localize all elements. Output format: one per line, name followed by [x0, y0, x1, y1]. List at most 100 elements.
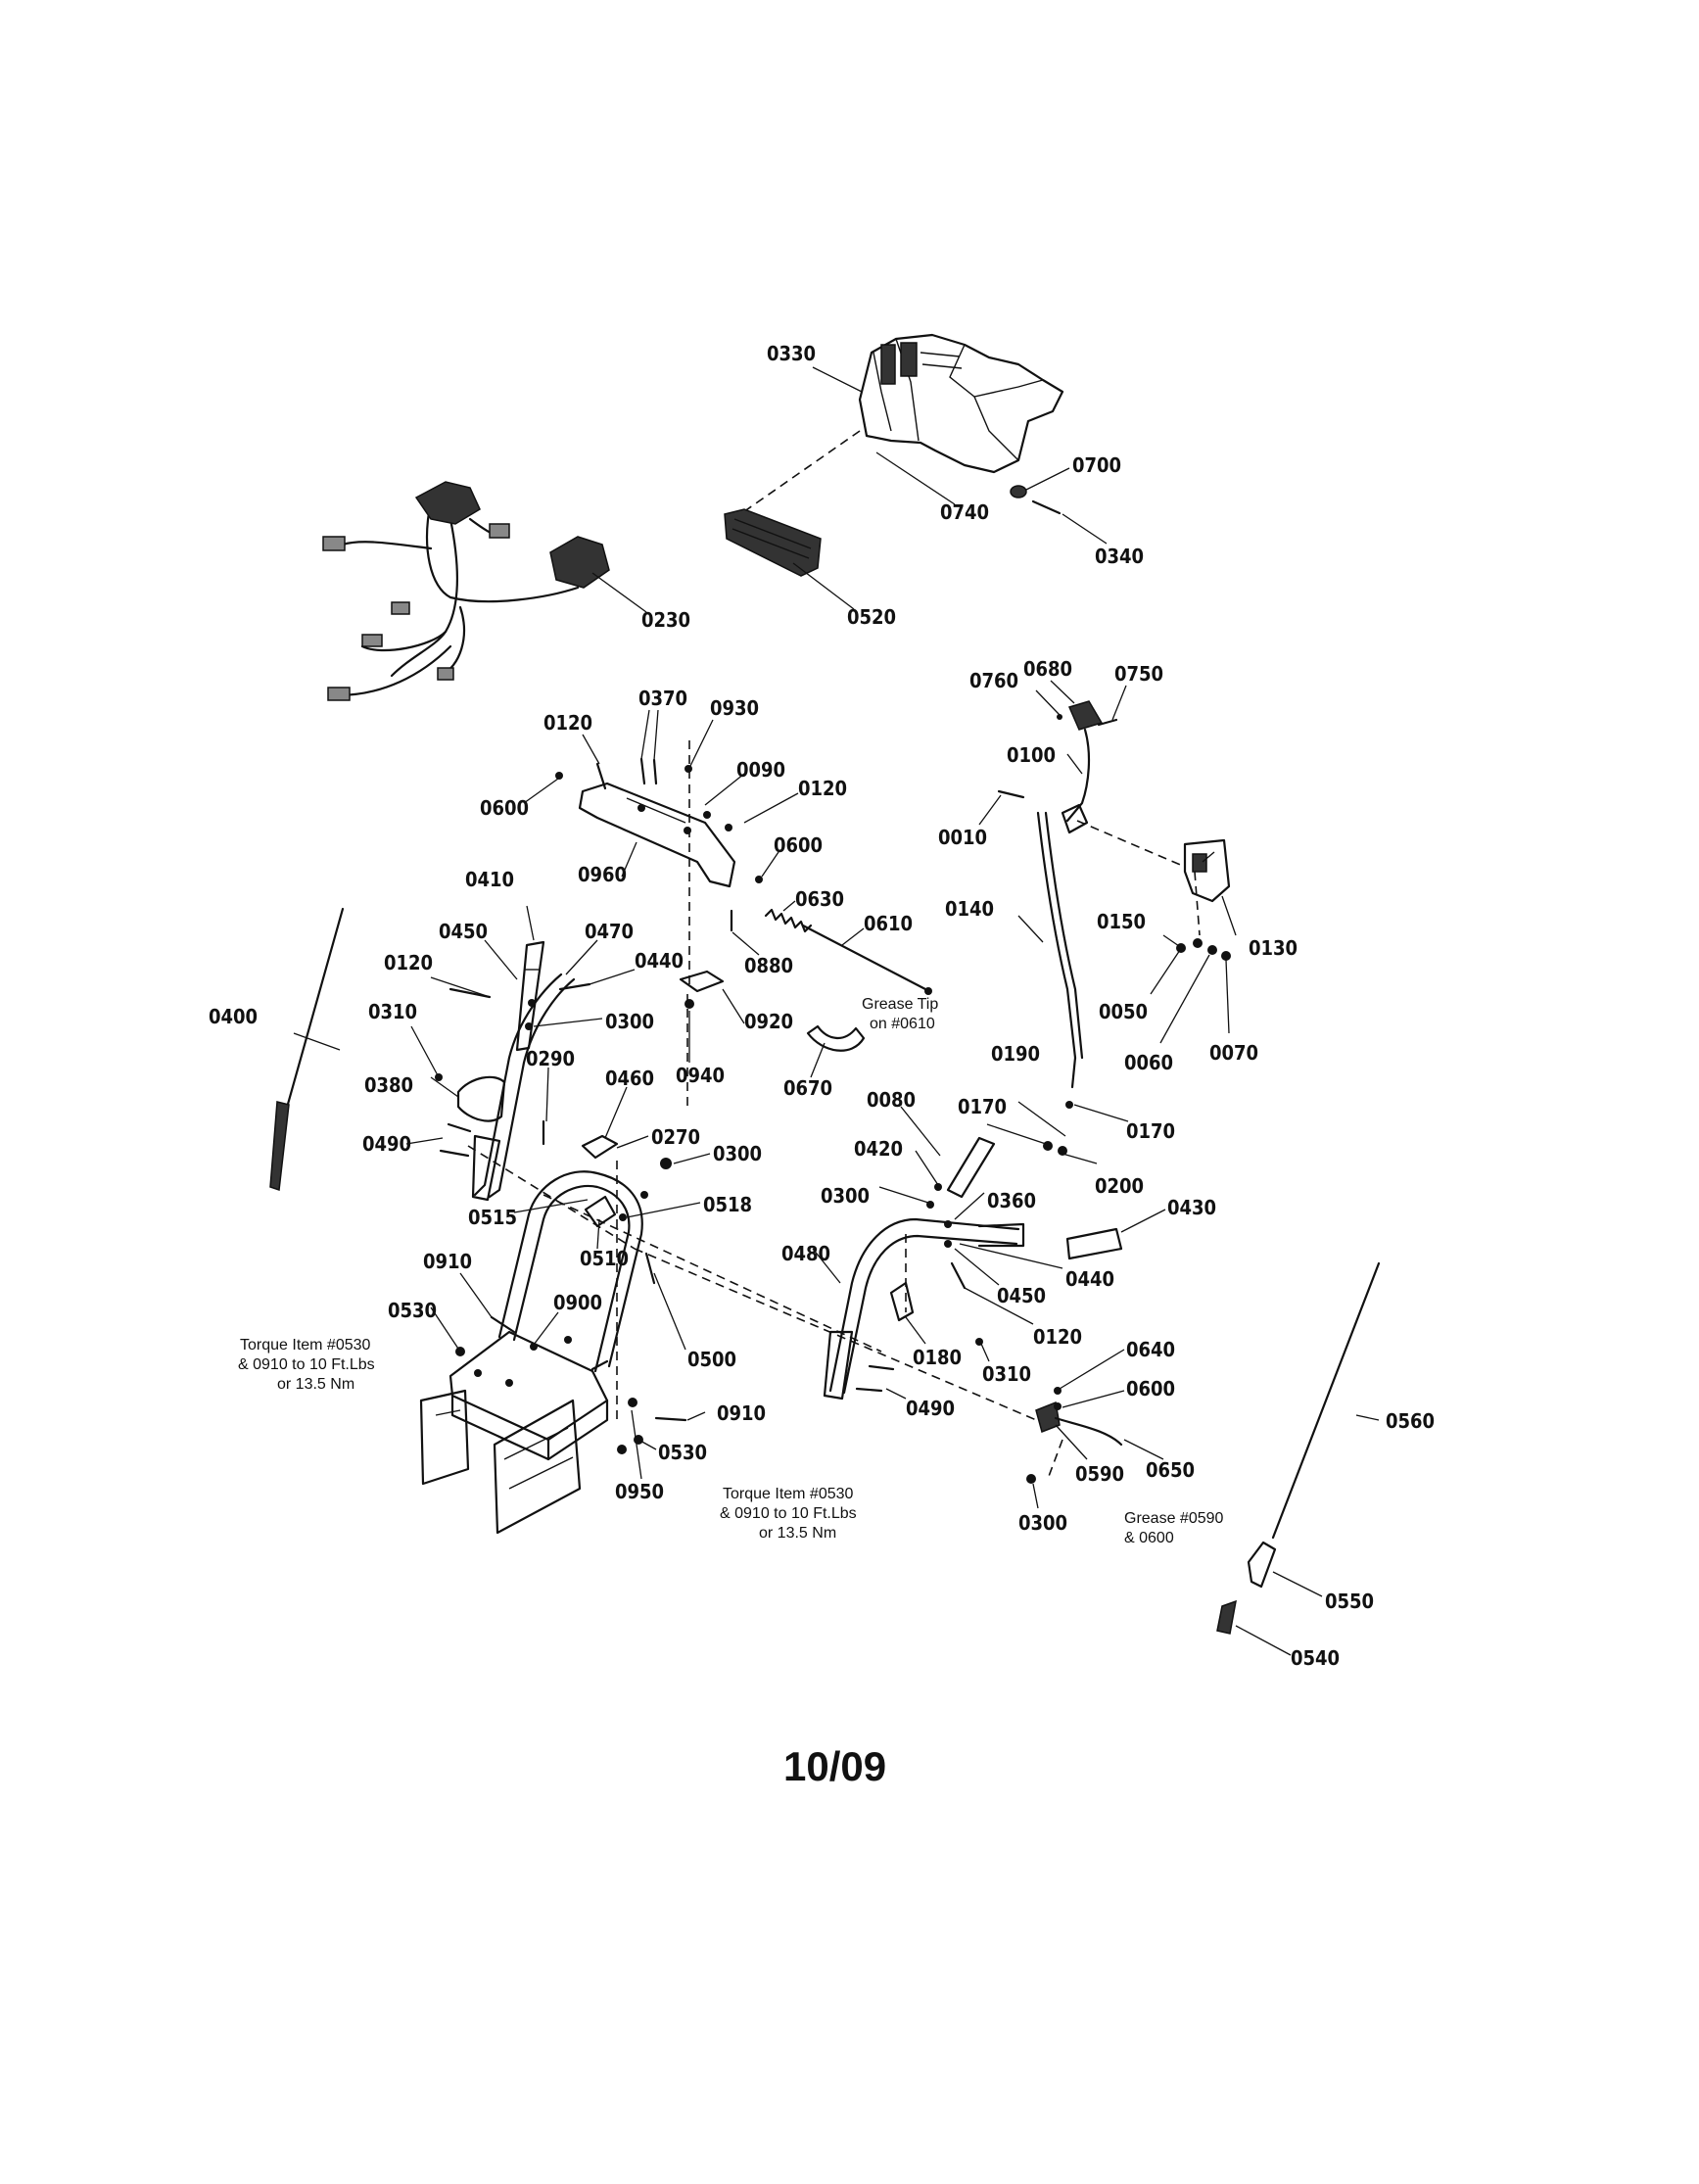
- label-0330: 0330: [767, 342, 816, 365]
- label-0460: 0460: [605, 1067, 654, 1090]
- label-0170-b: 0170: [1126, 1119, 1175, 1143]
- label-0060: 0060: [1124, 1051, 1173, 1074]
- label-0600-a: 0600: [480, 796, 529, 820]
- screw-0340: [1031, 499, 1062, 515]
- label-0300-d: 0300: [1018, 1511, 1067, 1535]
- label-0400: 0400: [209, 1005, 258, 1028]
- label-0490-b: 0490: [906, 1397, 955, 1420]
- label-0490-a: 0490: [362, 1132, 411, 1156]
- label-0515: 0515: [468, 1206, 517, 1229]
- shroud-0330: [858, 333, 1064, 474]
- label-0310-b: 0310: [982, 1362, 1031, 1386]
- label-0120-c: 0120: [384, 951, 433, 974]
- label-0080: 0080: [867, 1088, 916, 1112]
- label-0050: 0050: [1099, 1000, 1148, 1023]
- right-handle-0480: [823, 1201, 1025, 1401]
- cable-0140: [1036, 811, 1084, 1060]
- label-0340: 0340: [1095, 545, 1144, 568]
- nut-0940: [684, 999, 694, 1009]
- label-0740: 0740: [940, 500, 989, 524]
- housing-0130: [1183, 838, 1231, 903]
- label-0470: 0470: [585, 920, 634, 943]
- light-bar-0520: [724, 508, 822, 577]
- left-upper-handle: [471, 973, 576, 1202]
- label-0140: 0140: [945, 897, 994, 921]
- label-0440-a: 0440: [635, 949, 684, 973]
- label-0600-c: 0600: [1126, 1377, 1175, 1401]
- label-0530-b: 0530: [658, 1441, 707, 1464]
- label-0450-b: 0450: [997, 1284, 1046, 1307]
- notes: Grease Tip on #0610 Torque Item #0530 & …: [238, 996, 1224, 1546]
- label-0920: 0920: [744, 1010, 793, 1033]
- lever-0080: [934, 1136, 996, 1199]
- label-0510: 0510: [580, 1247, 629, 1270]
- fasteners-top-bracket: [555, 757, 763, 883]
- label-0440-b: 0440: [1065, 1267, 1114, 1291]
- label-0760: 0760: [969, 669, 1018, 692]
- grip-0430: [1065, 1227, 1123, 1260]
- label-0880: 0880: [744, 954, 793, 977]
- bracket-0460: [581, 1134, 619, 1160]
- label-0200: 0200: [1095, 1174, 1144, 1198]
- torque-note-mid-line-1: Torque Item #0530: [723, 1486, 854, 1502]
- lower-handle-0500: [497, 1170, 656, 1373]
- label-0270: 0270: [651, 1125, 700, 1149]
- label-0480: 0480: [781, 1242, 830, 1265]
- torque-note-mid-line-2: & 0910 to 10 Ft.Lbs: [720, 1505, 857, 1522]
- bracket-0180: [889, 1281, 915, 1322]
- label-0518: 0518: [703, 1193, 752, 1216]
- torque-note-left-line-1: Torque Item #0530: [240, 1337, 371, 1353]
- label-0930: 0930: [710, 696, 759, 720]
- hitch-0590: [1026, 1387, 1123, 1484]
- cable-end-0190: [1043, 1056, 1077, 1156]
- label-0100: 0100: [1007, 743, 1056, 767]
- fasteners-frame: [490, 1315, 687, 1454]
- label-0180: 0180: [913, 1346, 962, 1369]
- label-0960: 0960: [578, 863, 627, 886]
- label-0120-b: 0120: [798, 777, 847, 800]
- rod-0610: [801, 924, 932, 995]
- label-0680: 0680: [1023, 657, 1072, 681]
- label-0670: 0670: [783, 1076, 832, 1100]
- label-0070: 0070: [1209, 1041, 1258, 1065]
- bracket-0380: [435, 1073, 506, 1122]
- cable-0560: [1271, 1261, 1381, 1540]
- clamp-0670: [806, 1024, 866, 1052]
- label-0950: 0950: [615, 1480, 664, 1503]
- bracket-0680: [1057, 700, 1118, 731]
- label-0600-b: 0600: [774, 833, 823, 857]
- torque-note-mid-line-3: or 13.5 Nm: [759, 1525, 836, 1542]
- fasteners-right-handle: [855, 1261, 983, 1393]
- label-0530-a: 0530: [388, 1299, 437, 1322]
- label-0170-a: 0170: [958, 1095, 1007, 1118]
- label-0120-d: 0120: [1033, 1325, 1082, 1349]
- end-0540: [1216, 1599, 1237, 1635]
- lever-0100: [1061, 728, 1091, 834]
- label-0410: 0410: [465, 868, 514, 891]
- label-0010: 0010: [938, 826, 987, 849]
- sleeve-0550: [1247, 1541, 1277, 1589]
- label-0630: 0630: [795, 887, 844, 911]
- label-0190: 0190: [991, 1042, 1040, 1066]
- hardware-0150-0070: [1176, 938, 1231, 961]
- washer-0700: [1010, 485, 1027, 499]
- label-0120-a: 0120: [543, 711, 592, 735]
- label-0130: 0130: [1249, 936, 1298, 960]
- label-0370: 0370: [638, 687, 687, 710]
- label-0650: 0650: [1146, 1458, 1195, 1482]
- label-0430: 0430: [1167, 1196, 1216, 1219]
- torque-note-left-line-2: & 0910 to 10 Ft.Lbs: [238, 1356, 375, 1373]
- bracket-0960: [578, 782, 736, 888]
- grease-0590-note-line-2: & 0600: [1124, 1530, 1174, 1546]
- label-0310-a: 0310: [368, 1000, 417, 1023]
- label-0900: 0900: [553, 1291, 602, 1314]
- wire-harness-0230: [322, 481, 610, 701]
- fasteners-left-handle: [439, 982, 591, 1158]
- grease-0590-note-line-1: Grease #0590: [1124, 1510, 1224, 1527]
- clip-0510: [584, 1195, 627, 1228]
- label-0500: 0500: [687, 1348, 736, 1371]
- label-0360: 0360: [987, 1189, 1036, 1212]
- label-0420: 0420: [854, 1137, 903, 1161]
- nut-0300b: [660, 1158, 672, 1169]
- label-0750: 0750: [1114, 662, 1163, 686]
